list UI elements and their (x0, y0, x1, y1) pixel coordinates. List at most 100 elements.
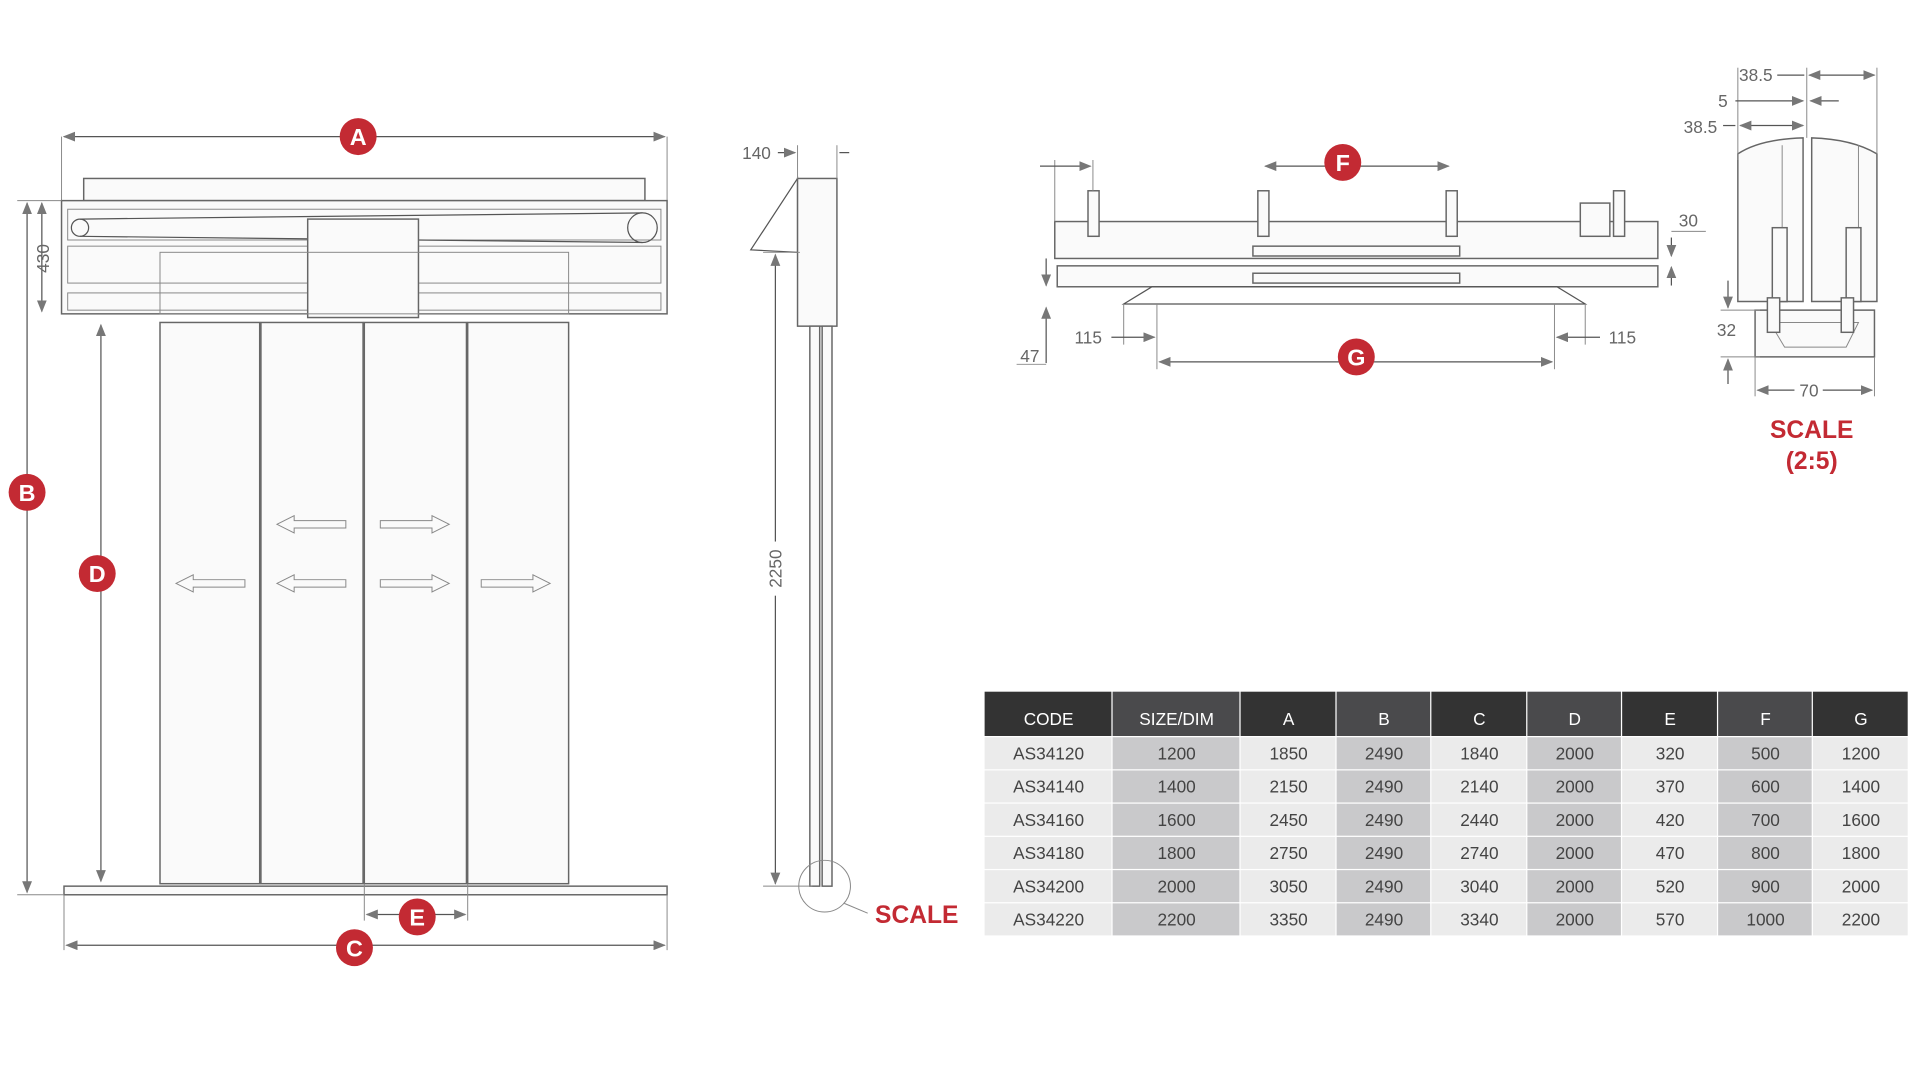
table-cell (1718, 803, 1812, 836)
svg-text:A: A (350, 124, 367, 150)
table-row-code: AS34200 (1013, 876, 1084, 896)
table-header-label: G (1854, 709, 1867, 729)
label-C: C (336, 929, 373, 967)
svg-text:G: G (1347, 345, 1365, 371)
side-view: 140 2250 SCALE (742, 143, 958, 929)
table-cell (1336, 903, 1431, 936)
table-cell (1812, 770, 1908, 803)
table-cell (1240, 903, 1336, 936)
table-cell-value: 2000 (1157, 876, 1195, 896)
table-cell (1112, 803, 1240, 836)
front-view: 430 A B D C E (8, 118, 668, 967)
dim-38-5-top: 38.5 (1739, 65, 1773, 85)
table-cell-value: 570 (1656, 910, 1685, 930)
table-cell (1112, 770, 1240, 803)
table-cell-value: 2490 (1365, 743, 1403, 763)
table-header-label: SIZE/DIM (1139, 709, 1214, 729)
table-cell-value: 1200 (1157, 743, 1195, 763)
table-header-label: E (1664, 709, 1676, 729)
svg-text:B: B (19, 480, 36, 506)
table-cell-value: 470 (1656, 843, 1685, 863)
table-cell-value: 800 (1751, 843, 1780, 863)
table-cell (984, 903, 1112, 936)
table-cell (1622, 770, 1717, 803)
table-cell (1112, 870, 1240, 903)
profile-detail: 38.5 5 38.5 32 70 SCALE (2:5) (1684, 65, 1878, 475)
table-cell (1718, 836, 1812, 869)
table-cell (1336, 870, 1431, 903)
table-cell-value: 3350 (1269, 910, 1307, 930)
table-cell (984, 870, 1112, 903)
table-cell-value: 1600 (1157, 810, 1195, 830)
table-cell (1718, 903, 1812, 936)
table-cell-value: 2750 (1269, 843, 1307, 863)
table-header-label: F (1760, 709, 1771, 729)
label-D: D (78, 555, 116, 592)
opening-arrows (174, 514, 552, 593)
table-cell (1527, 770, 1621, 803)
scale-label: SCALE (875, 902, 958, 929)
table-cell (1527, 737, 1621, 770)
label-B: B (8, 473, 46, 511)
table-row-code: AS34120 (1013, 743, 1084, 763)
table-cell (1431, 770, 1527, 803)
table-cell (1527, 803, 1621, 836)
dim-47: 47 (1020, 346, 1039, 366)
table-cell-value: 1400 (1842, 777, 1880, 797)
detail-scale-title: SCALE (1770, 417, 1853, 444)
table-cell (1622, 870, 1717, 903)
table-cell-value: 2000 (1556, 910, 1594, 930)
table-cell-value: 420 (1656, 810, 1685, 830)
table-cell-value: 2440 (1460, 810, 1498, 830)
table-cell-value: 2490 (1365, 843, 1403, 863)
table-cell (1527, 836, 1621, 869)
table-cell (1622, 836, 1717, 869)
dim-2250: 2250 (766, 549, 786, 587)
table-cell (1431, 737, 1527, 770)
dim-5: 5 (1718, 91, 1728, 111)
table-header-cell (1112, 691, 1240, 736)
dim-115-right: 115 (1609, 327, 1636, 347)
table-cell-value: 2200 (1157, 910, 1195, 930)
table-cell (984, 770, 1112, 803)
table-cell (1527, 903, 1621, 936)
table-cell (984, 836, 1112, 869)
table-cell-value: 3040 (1460, 876, 1498, 896)
dim-115-left: 115 (1074, 327, 1101, 347)
dim-38-5-bottom: 38.5 (1684, 117, 1718, 137)
table-header-cell (1812, 691, 1908, 736)
table-cell-value: 3050 (1269, 876, 1307, 896)
table-cell-value: 1800 (1842, 843, 1880, 863)
table-header-cell (1336, 691, 1431, 736)
table-cell (1112, 836, 1240, 869)
table-cell (984, 803, 1112, 836)
table-header-label: D (1569, 709, 1581, 729)
table-cell (1812, 903, 1908, 936)
table-cell (1240, 803, 1336, 836)
table-cell-value: 1000 (1746, 910, 1784, 930)
table-cell (1527, 870, 1621, 903)
table-cell-value: 1850 (1269, 743, 1307, 763)
table-cell (1718, 770, 1812, 803)
table-cell-value: 600 (1751, 777, 1780, 797)
table-cell (1112, 903, 1240, 936)
svg-text:C: C (346, 935, 363, 961)
table-cell-value: 2000 (1556, 777, 1594, 797)
table-cell (1336, 770, 1431, 803)
plan-view: 115 115 47 30 F G (1016, 144, 1706, 376)
dim-30: 30 (1679, 210, 1698, 230)
table-cell (1812, 836, 1908, 869)
door-panels (159, 321, 570, 885)
dim-430: 430 (33, 244, 53, 273)
table-header-label: B (1378, 709, 1390, 729)
label-E: E (398, 898, 436, 936)
table-cell (1336, 737, 1431, 770)
table-cell (1431, 870, 1527, 903)
table-cell-value: 1840 (1460, 743, 1498, 763)
table-cell-value: 2140 (1460, 777, 1498, 797)
table-cell-value: 2490 (1365, 910, 1403, 930)
table-cell (1718, 737, 1812, 770)
table-row-code: AS34220 (1013, 910, 1084, 930)
